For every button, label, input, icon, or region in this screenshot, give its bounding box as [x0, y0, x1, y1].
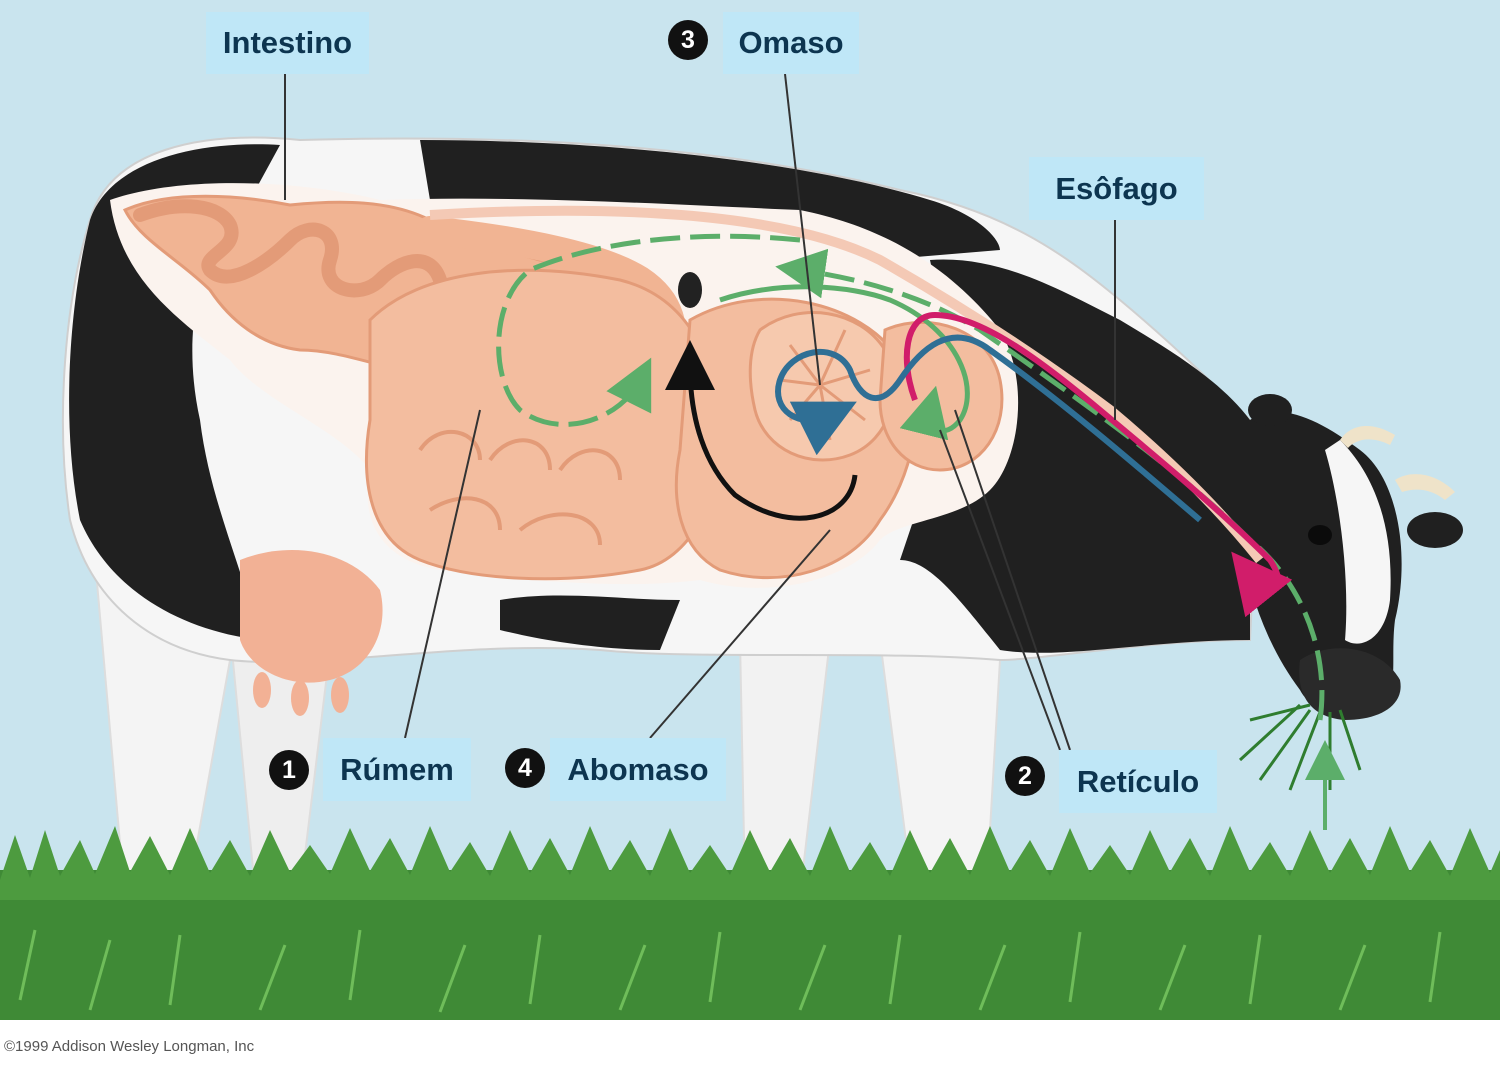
cow-muzzle — [1299, 648, 1401, 720]
cow-horn — [1340, 425, 1395, 448]
cow-teat — [331, 677, 349, 713]
path-blue-reswallow — [775, 334, 1202, 523]
cow-black-patch — [69, 144, 280, 641]
leader-reticulo-1 — [954, 409, 1071, 751]
grass-highlight — [18, 929, 1442, 1013]
path-green-rumen — [496, 233, 801, 427]
step-badge-abomaso: 4 — [505, 748, 545, 788]
copyright-notice: ©1999 Addison Wesley Longman, Inc — [4, 1038, 255, 1055]
label-esofago: Esôfago — [1029, 157, 1204, 220]
cow-horn — [1395, 474, 1455, 500]
cow-teat — [291, 680, 309, 716]
esophagus-tube — [429, 205, 1264, 564]
leader-rumem — [404, 409, 481, 739]
leader-lines — [284, 73, 1116, 751]
path-green-esophagus — [775, 248, 1325, 721]
label-omaso: Omaso — [723, 12, 859, 74]
bottom-margin — [0, 1020, 1500, 1071]
cow-ear — [1407, 512, 1463, 548]
leader-omaso — [784, 73, 821, 386]
label-rumem: Rúmem — [323, 738, 471, 801]
path-green-reticulum — [719, 284, 970, 441]
path-black-abomasum — [665, 340, 858, 521]
step-badge-omaso: 3 — [668, 20, 708, 60]
step-badge-rumem: 1 — [269, 750, 309, 790]
rumen-folds — [418, 430, 622, 546]
label-reticulo: Retículo — [1059, 750, 1217, 813]
cow-eye — [1308, 525, 1332, 545]
leader-abomaso — [649, 529, 831, 739]
path-magenta-regurgitation — [903, 311, 1293, 618]
label-intestino: Intestino — [206, 12, 369, 74]
cow-udder — [240, 550, 383, 683]
cow-black-patch — [500, 595, 680, 650]
label-abomaso: Abomaso — [550, 738, 726, 801]
cow-ear-left — [1248, 394, 1292, 426]
cow-teat — [253, 672, 271, 708]
leader-reticulo-2 — [939, 429, 1061, 751]
step-badge-reticulo: 2 — [1005, 756, 1045, 796]
flow-paths — [496, 233, 1345, 830]
grass-blades — [0, 826, 1500, 900]
grass — [0, 826, 1500, 1020]
stomach-opening — [678, 272, 702, 308]
rumen-stomach — [365, 268, 722, 581]
cow-face-blaze — [1325, 440, 1391, 644]
